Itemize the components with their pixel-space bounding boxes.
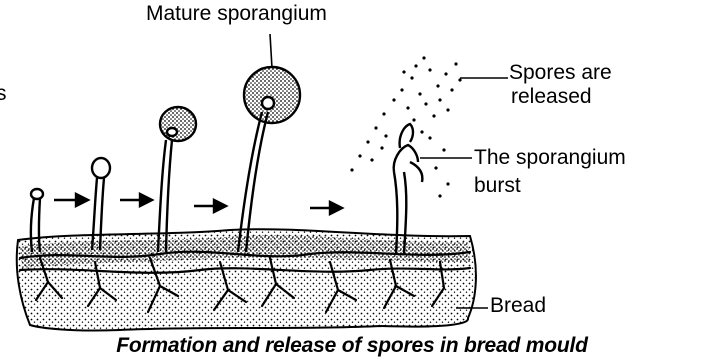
arrow-2 xyxy=(120,194,152,206)
mature-sporangium xyxy=(238,67,300,252)
leader-mature-sporangium xyxy=(270,34,272,68)
figure-caption: Formation and release of spores in bread… xyxy=(0,334,704,358)
arrow-4 xyxy=(310,202,342,214)
arrow-1 xyxy=(54,194,88,206)
partial-label: s xyxy=(0,82,7,106)
label-spores-released-line1: Spores are xyxy=(509,61,639,85)
arrow-3 xyxy=(194,200,226,212)
label-bread: Bread xyxy=(490,294,546,318)
stage-arrows xyxy=(54,194,342,214)
label-sporangium-burst-line2: burst xyxy=(474,174,521,198)
label-spores-released: Spores are released xyxy=(509,61,639,109)
label-mature-sporangium: Mature sporangium xyxy=(146,2,327,26)
label-sporangium-burst-line1: The sporangium xyxy=(474,146,626,170)
sporangiophore-stage-3 xyxy=(158,107,196,252)
label-spores-released-line2: released xyxy=(509,85,639,109)
